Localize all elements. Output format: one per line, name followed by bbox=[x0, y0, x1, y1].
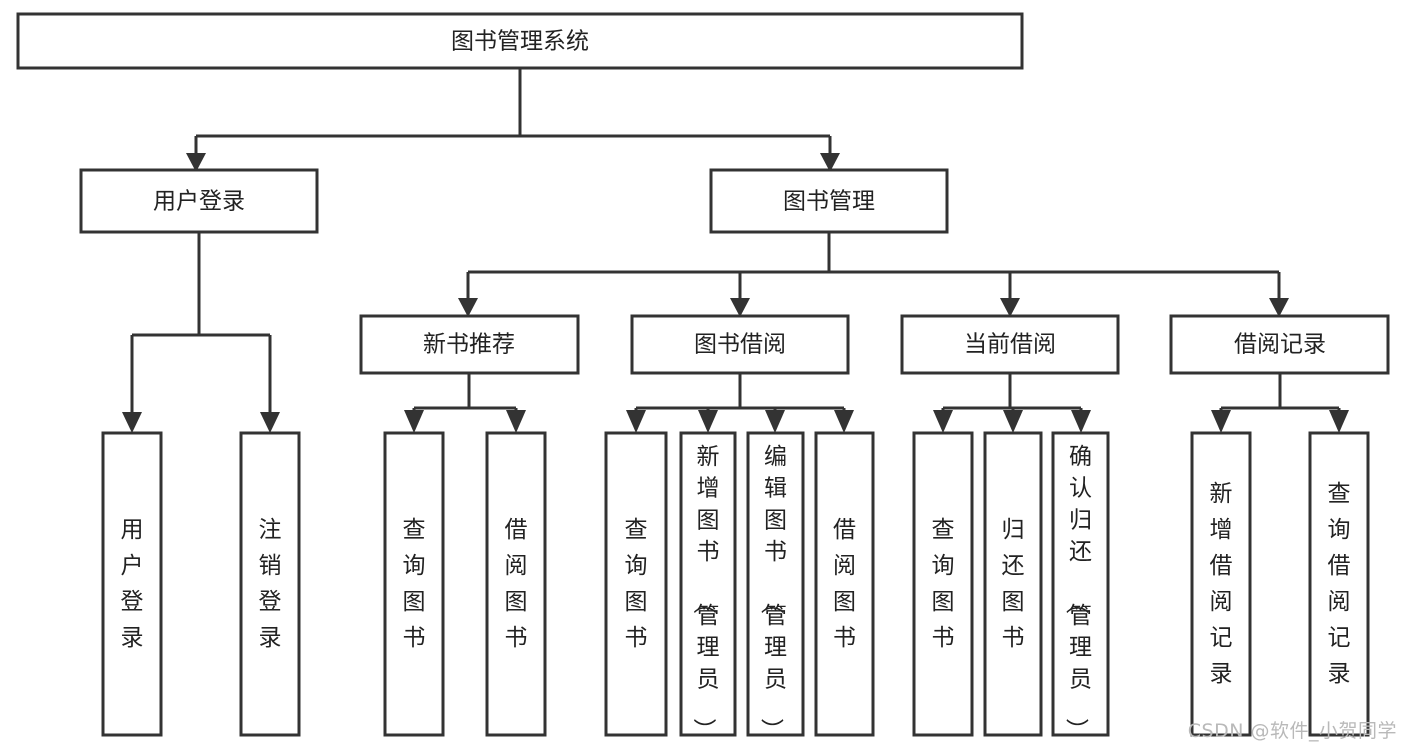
connector-group-new-book-rec bbox=[404, 373, 526, 433]
connector-book-borrow-bus bbox=[634, 373, 846, 415]
node-book-manage[interactable]: 图书管理 bbox=[709, 168, 949, 234]
node-new-book-rec-label: 新书推荐 bbox=[423, 332, 515, 358]
leaf-bb-add-book-box[interactable] bbox=[679, 431, 737, 737]
node-borrow-record-label: 借阅记录 bbox=[1234, 332, 1326, 358]
node-root-label: 图书管理系统 bbox=[451, 29, 589, 55]
arrow-head-icon bbox=[765, 410, 785, 433]
leaf-br-add-record-box[interactable] bbox=[1190, 431, 1252, 737]
leaf-cb-query-book-label: 查询图书 bbox=[932, 517, 955, 651]
arrow-head-icon bbox=[1211, 410, 1231, 433]
arrow-head-icon bbox=[186, 153, 206, 172]
node-book-borrow-box[interactable] bbox=[630, 314, 850, 375]
arrow-head-icon bbox=[820, 153, 840, 172]
node-current-borrow-label: 当前借阅 bbox=[964, 332, 1056, 358]
leaf-cb-query-book-box[interactable] bbox=[912, 431, 974, 737]
arrow-head-icon bbox=[626, 410, 646, 433]
arrow-head-icon bbox=[1329, 410, 1349, 433]
leaf-br-query-record-box[interactable] bbox=[1308, 431, 1370, 737]
leaf-user-login-label: 用户登录 bbox=[121, 517, 144, 651]
leaf-cb-confirm-return[interactable]: 确认归还（管理员） bbox=[1051, 431, 1110, 741]
node-current-borrow[interactable]: 当前借阅 bbox=[900, 314, 1120, 375]
leaf-br-add-record[interactable]: 新增借阅记录 bbox=[1190, 431, 1252, 737]
leaf-cb-return-book[interactable]: 归还图书 bbox=[983, 431, 1043, 737]
leaf-rec-borrow-book[interactable]: 借阅图书 bbox=[485, 431, 547, 737]
node-borrow-record-box[interactable] bbox=[1169, 314, 1390, 375]
arrow-head-icon bbox=[1269, 298, 1289, 317]
node-user-login-label: 用户登录 bbox=[153, 189, 245, 215]
leaf-user-logout-box[interactable] bbox=[239, 431, 301, 737]
arrow-head-icon bbox=[1003, 410, 1023, 433]
node-root[interactable]: 图书管理系统 bbox=[16, 12, 1024, 70]
connector-group-book-manage bbox=[458, 232, 1289, 317]
leaf-user-logout-label: 注销登录 bbox=[259, 517, 282, 651]
connector-borrow-record-bus bbox=[1219, 373, 1341, 415]
arrow-head-icon bbox=[458, 298, 478, 317]
node-user-login-box[interactable] bbox=[79, 168, 319, 234]
connector-new-book-rec-bus bbox=[412, 373, 518, 415]
leaf-rec-borrow-book-box[interactable] bbox=[485, 431, 547, 737]
arrow-head-icon bbox=[834, 410, 854, 433]
arrow-head-icon bbox=[698, 410, 718, 433]
leaf-node-layer: 用户登录 注销登录 查询图书 借阅图书 查询图书 新增图书（管理员） 编辑图书（管理员） 借阅… bbox=[101, 431, 1370, 741]
leaf-bb-add-book[interactable]: 新增图书（管理员） bbox=[679, 431, 737, 741]
leaf-bb-borrow-book-label: 借阅图书 bbox=[833, 517, 856, 651]
leaf-cb-return-book-label: 归还图书 bbox=[1002, 517, 1025, 651]
connector-group-current-borrow bbox=[933, 373, 1091, 433]
leaf-bb-edit-book-label: 编辑图书（管理员） bbox=[758, 444, 787, 741]
leaf-br-query-record[interactable]: 查询借阅记录 bbox=[1308, 431, 1370, 737]
leaf-bb-borrow-book[interactable]: 借阅图书 bbox=[814, 431, 875, 737]
node-book-borrow[interactable]: 图书借阅 bbox=[630, 314, 850, 375]
leaf-cb-query-book[interactable]: 查询图书 bbox=[912, 431, 974, 737]
connector-group-root bbox=[186, 68, 840, 172]
node-book-manage-label: 图书管理 bbox=[783, 189, 875, 215]
connector-root-bus bbox=[194, 68, 832, 155]
leaf-bb-edit-book-box[interactable] bbox=[746, 431, 805, 737]
arrow-head-icon bbox=[506, 410, 526, 433]
connector-current-borrow-bus bbox=[941, 373, 1083, 415]
leaf-bb-query-book-box[interactable] bbox=[604, 431, 668, 737]
arrow-head-icon bbox=[260, 412, 280, 433]
leaf-user-logout[interactable]: 注销登录 bbox=[239, 431, 301, 737]
connector-user-login-bus bbox=[130, 232, 272, 415]
node-book-manage-box[interactable] bbox=[709, 168, 949, 234]
node-root-box[interactable] bbox=[16, 12, 1024, 70]
node-borrow-record[interactable]: 借阅记录 bbox=[1169, 314, 1390, 375]
arrow-head-icon bbox=[122, 412, 142, 433]
leaf-user-login-box[interactable] bbox=[101, 431, 163, 737]
node-user-login[interactable]: 用户登录 bbox=[79, 168, 319, 234]
leaf-rec-query-book-box[interactable] bbox=[383, 431, 445, 737]
arrow-head-icon bbox=[1000, 298, 1020, 317]
node-new-book-rec-box[interactable] bbox=[359, 314, 580, 375]
leaf-rec-borrow-book-label: 借阅图书 bbox=[505, 517, 528, 651]
leaf-cb-return-book-box[interactable] bbox=[983, 431, 1043, 737]
leaf-user-login[interactable]: 用户登录 bbox=[101, 431, 163, 737]
leaf-bb-query-book-label: 查询图书 bbox=[625, 517, 648, 651]
arrow-head-icon bbox=[730, 298, 750, 317]
leaf-br-query-record-label: 查询借阅记录 bbox=[1328, 481, 1351, 687]
connector-book-manage-bus bbox=[466, 232, 1281, 300]
arrow-head-icon bbox=[1071, 410, 1091, 433]
arrow-head-icon bbox=[933, 410, 953, 433]
watermark-label: CSDN @软件_小贺同学 bbox=[1187, 720, 1397, 742]
leaf-cb-confirm-return-label: 确认归还（管理员） bbox=[1063, 444, 1092, 741]
connector-group-borrow-record bbox=[1211, 373, 1349, 433]
arrow-head-icon bbox=[404, 410, 424, 433]
leaf-rec-query-book[interactable]: 查询图书 bbox=[383, 431, 445, 737]
leaf-cb-confirm-return-box[interactable] bbox=[1051, 431, 1110, 737]
leaf-bb-edit-book[interactable]: 编辑图书（管理员） bbox=[746, 431, 805, 741]
node-new-book-rec[interactable]: 新书推荐 bbox=[359, 314, 580, 375]
leaf-bb-add-book-label: 新增图书（管理员） bbox=[691, 444, 720, 741]
node-book-borrow-label: 图书借阅 bbox=[694, 332, 786, 358]
leaf-bb-borrow-book-box[interactable] bbox=[814, 431, 875, 737]
connector-group-book-borrow bbox=[626, 373, 854, 433]
leaf-bb-query-book[interactable]: 查询图书 bbox=[604, 431, 668, 737]
leaf-br-add-record-label: 新增借阅记录 bbox=[1210, 481, 1233, 687]
leaf-rec-query-book-label: 查询图书 bbox=[403, 517, 426, 651]
node-current-borrow-box[interactable] bbox=[900, 314, 1120, 375]
connector-group-user-login bbox=[122, 232, 280, 433]
